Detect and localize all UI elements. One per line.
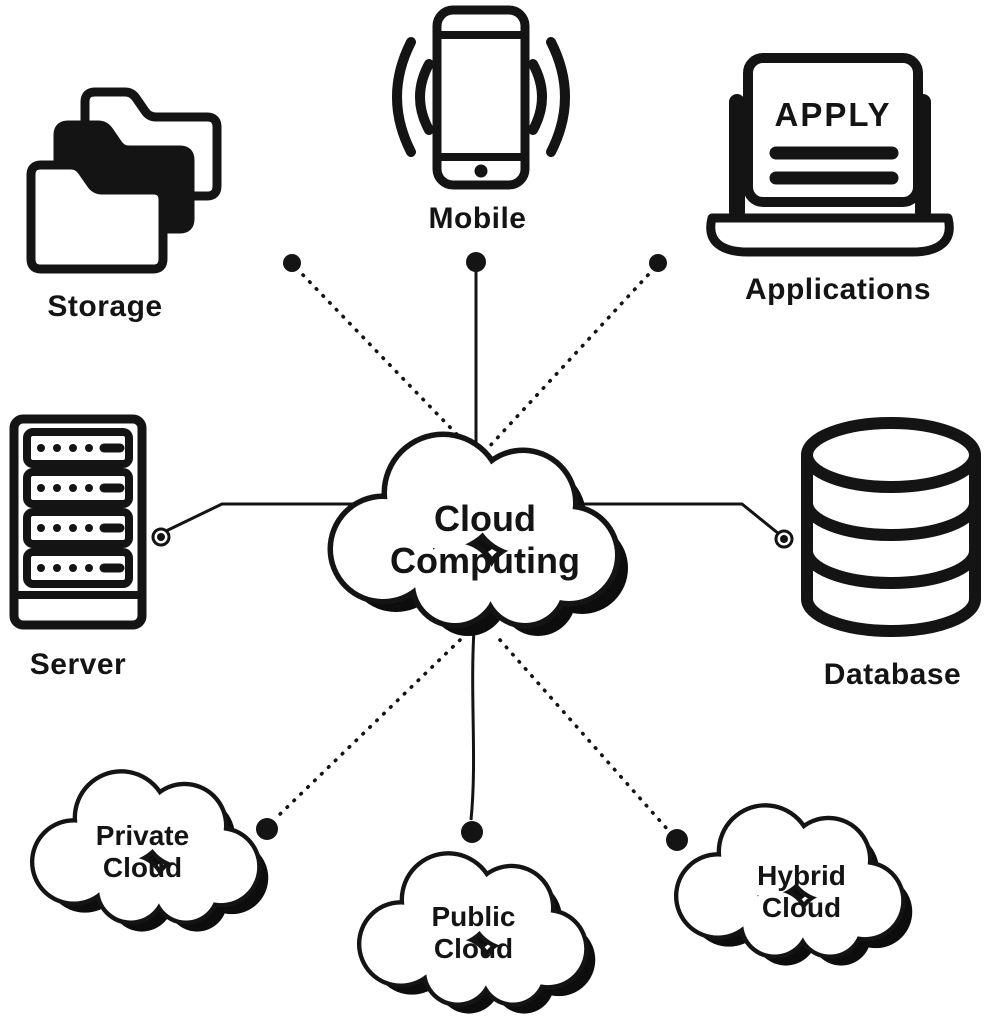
connector-dot-hybrid-cloud: [666, 829, 688, 851]
mobile-label: Mobile: [428, 202, 527, 235]
storage-icon: [23, 72, 223, 274]
connector-dot-applications: [649, 254, 667, 272]
server-units: [23, 428, 133, 588]
server-icon: [9, 414, 147, 630]
database-bottom: [801, 598, 981, 637]
database-label: Database: [823, 658, 962, 691]
database-band-1: [801, 502, 981, 541]
connector-line-server: [165, 502, 410, 533]
connector-line-hybrid-cloud: [498, 638, 670, 832]
laptop-screen-text: APPLY: [775, 96, 892, 133]
signal-wave-left-outer: [392, 37, 416, 157]
private-cloud-cloud: [28, 748, 269, 932]
laptop-screen: [743, 53, 923, 207]
database-band-2: [801, 550, 981, 589]
applications-label: Applications: [744, 273, 931, 306]
connector-dot-public-cloud: [461, 821, 483, 843]
connector-line-database: [560, 502, 780, 536]
connector-dot-storage: [283, 254, 301, 272]
connector-dot-mobile: [466, 252, 486, 272]
server-label: Server: [29, 648, 127, 681]
cloud-computing-cloud: [325, 405, 628, 636]
mobile-icon: [392, 5, 570, 190]
laptop-base: [706, 213, 954, 257]
connector-line-public-cloud: [469, 629, 476, 821]
signal-wave-right-outer: [546, 37, 570, 157]
connector-ring-dot-database: [780, 535, 788, 543]
connector-ring-dot-server: [157, 533, 165, 541]
phone-home-button: [474, 164, 488, 178]
public-cloud-cloud: [355, 830, 596, 1014]
database-top: [801, 417, 981, 493]
phone-body: [432, 5, 530, 190]
connector-dot-private-cloud: [256, 818, 278, 840]
connector-line-storage: [301, 273, 472, 450]
hybrid-cloud-cloud: [672, 782, 913, 966]
connector-line-applications: [486, 273, 650, 450]
applications-icon: APPLY: [706, 53, 954, 257]
database-icon: [801, 417, 981, 637]
connector-line-private-cloud: [274, 638, 462, 820]
signal-wave-right-inner: [528, 59, 547, 135]
signal-wave-left-inner: [415, 59, 434, 135]
storage-label: Storage: [47, 290, 163, 323]
